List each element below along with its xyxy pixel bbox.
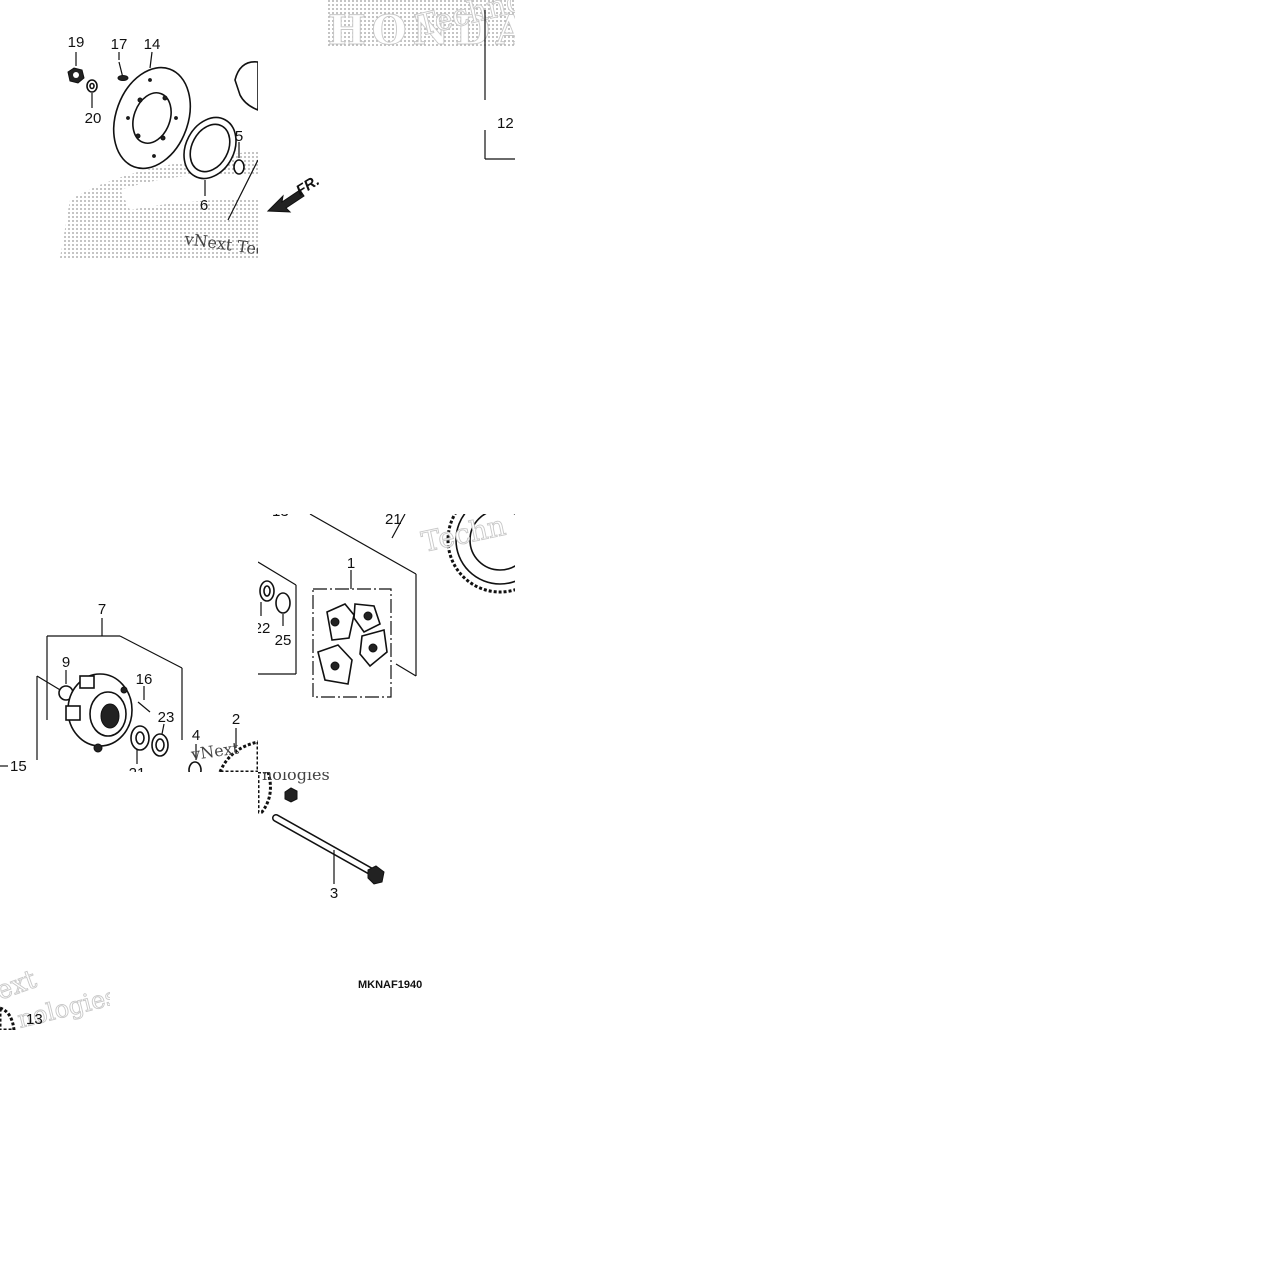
callout-25: 25 [275,632,292,649]
tile-hub: 7 9 16 21 [0,601,258,782]
hub-fragment [234,61,258,111]
tile-top-right: HONDA Techno 12 [326,0,533,160]
callout-13b: 13 [26,1011,43,1028]
brake-disc-14 [112,66,192,170]
bearing-21 [130,725,150,751]
watermark-swoosh [120,174,258,210]
callout-9: 9 [62,654,70,671]
bolt-17 [117,61,129,81]
callout-23: 23 [158,709,175,726]
hub-flange [65,673,133,753]
callout-1: 1 [347,555,355,572]
callout-6: 6 [200,197,208,214]
callout-22: 22 [254,620,271,637]
sprocket-2 [218,740,258,772]
callout-16: 16 [136,671,153,688]
watermark-brand: HONDA [328,7,533,54]
bearing-22 [259,580,275,602]
sprocket-fragment [258,772,272,814]
axle-nut [284,787,298,803]
sprocket-fragment [446,514,515,594]
washer-20 [86,79,98,93]
watermark-text: ext [0,964,41,1006]
callout-12: 12 [497,115,514,132]
tile-damper: 13 21 Techn 22 25 1 [254,503,515,698]
callout-21: 21 [385,511,402,528]
sprocket-fragment [0,1006,16,1030]
callout-20: 20 [85,110,102,127]
seal-6 [183,116,237,180]
oring-25 [275,592,291,614]
callout-4: 4 [192,727,200,744]
callout-13: 13 [272,503,289,520]
collar-4 [188,761,202,772]
callout-14: 14 [144,36,161,53]
front-direction-arrow: FR. [266,172,323,213]
callout-5: 5 [235,128,243,145]
callout-3: 3 [330,885,338,902]
watermark-brand-block [326,0,515,46]
tile-bottom-left: ext nologies 13 [0,964,110,1030]
nut-19 [67,67,85,84]
callout-2: 2 [232,711,240,728]
callout-7: 7 [98,601,106,618]
axle-3 [272,814,385,885]
bearing-5 [233,159,245,175]
callout-19: 19 [68,34,85,51]
stud-16 [137,701,151,713]
watermark-text: nologies [262,765,330,784]
tile-axle: nologies 3 MKNAF1940 [258,765,422,991]
callout-15: 15 [10,758,27,775]
seal-23 [151,733,169,757]
callout-17: 17 [111,36,128,53]
tile-brake-disc: 19 17 14 20 5 6 vNext Tec [60,34,258,258]
damper-rubber-1 [317,603,388,685]
callout-21b: 21 [129,765,146,782]
diagram-code: MKNAF1940 [358,979,422,991]
